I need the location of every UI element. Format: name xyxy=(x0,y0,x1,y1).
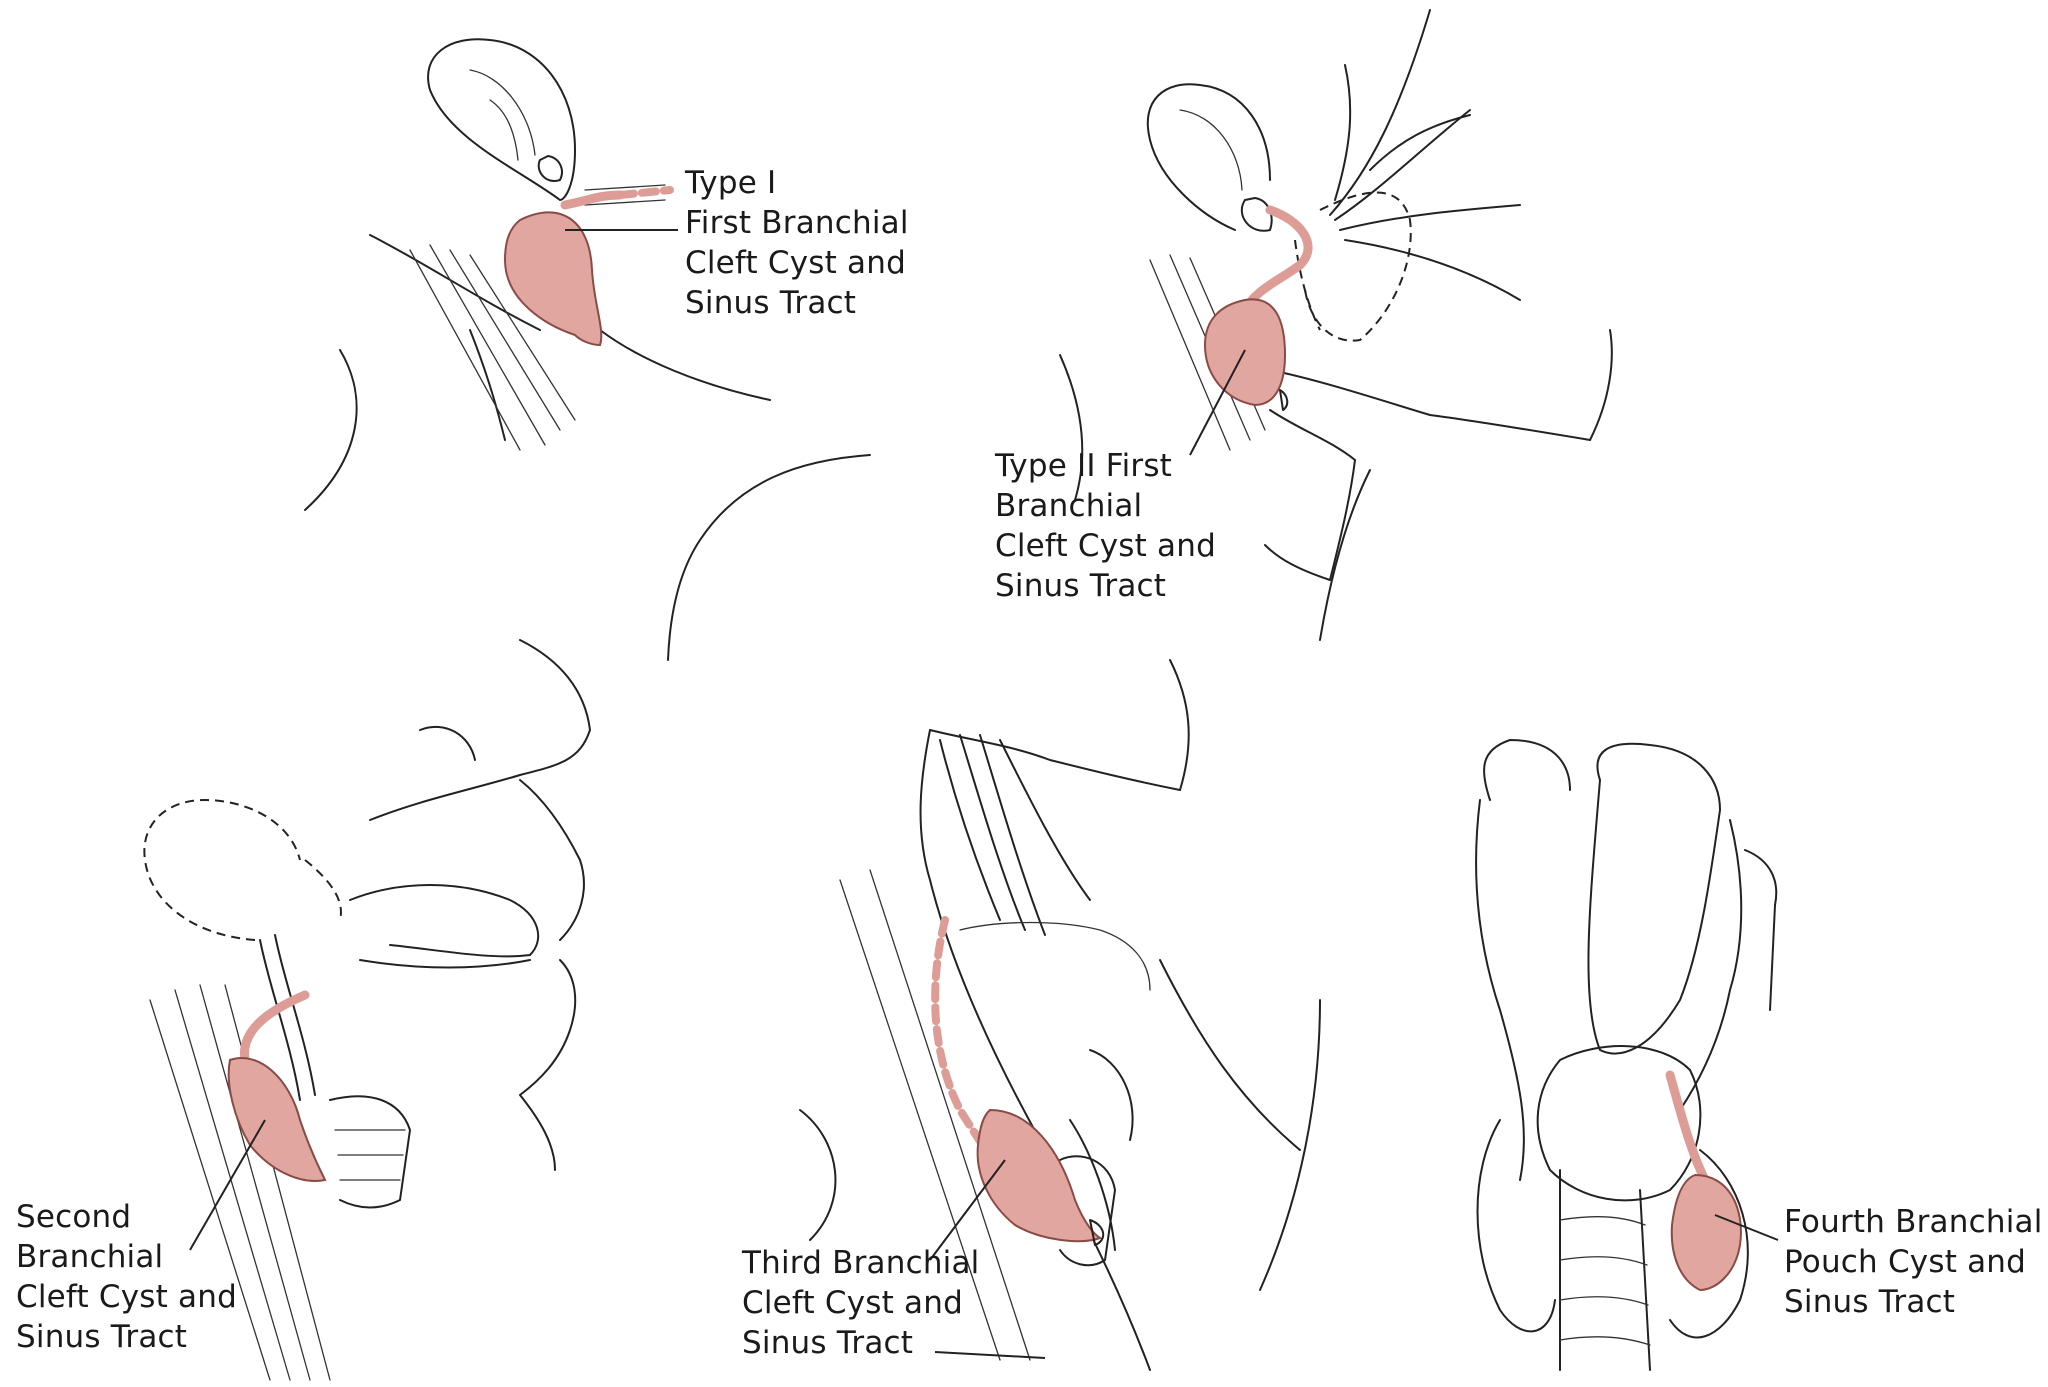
third-cyst xyxy=(976,1108,1103,1243)
type1-cyst xyxy=(503,211,603,347)
fourth-label: Fourth Branchial Pouch Cyst and Sinus Tr… xyxy=(1784,1204,2043,1320)
type2-illustration xyxy=(1059,9,1613,641)
fourth-cyst xyxy=(1670,1173,1742,1292)
second-cyst xyxy=(227,1057,327,1182)
type1-illustration xyxy=(304,38,871,661)
type2-label: Type II First Branchial Cleft Cyst and S… xyxy=(995,448,1216,604)
third-illustration xyxy=(799,659,1321,1371)
type2-cyst xyxy=(1203,298,1287,407)
third-label: Third Branchial Cleft Cyst and Sinus Tra… xyxy=(742,1245,980,1361)
type1-label: Type I First Branchial Cleft Cyst and Si… xyxy=(685,165,909,321)
second-label: Second Branchial Cleft Cyst and Sinus Tr… xyxy=(16,1199,237,1355)
second-illustration xyxy=(143,639,591,1381)
fourth-illustration xyxy=(1475,739,1779,1371)
